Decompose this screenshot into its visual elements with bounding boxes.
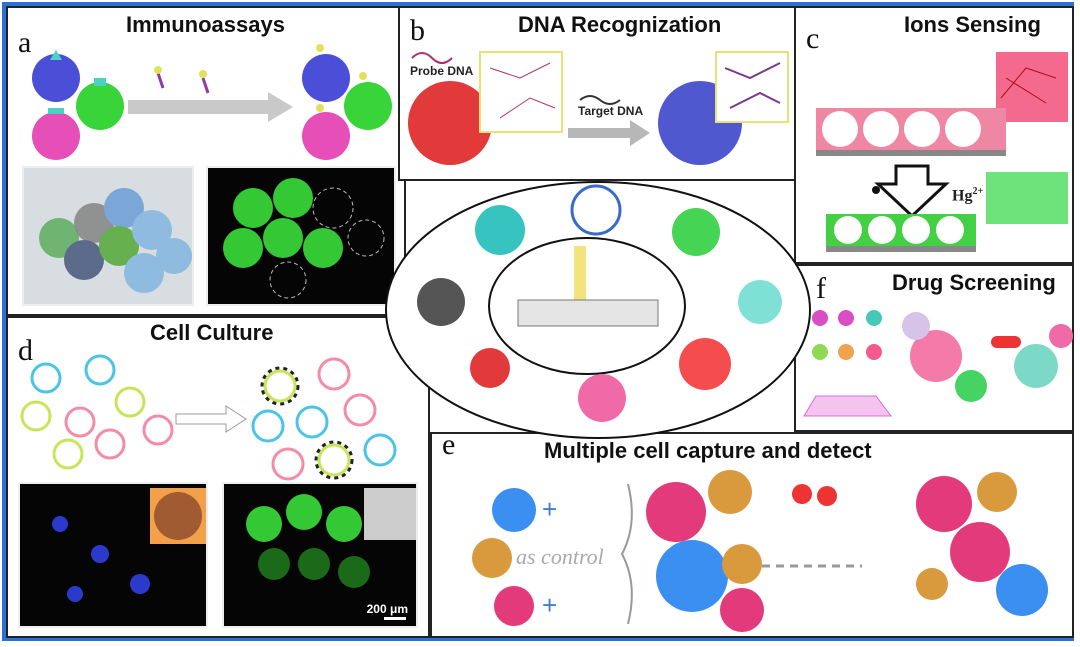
probe-dna-label: Probe DNA [410,64,474,78]
dna-recognition-illustration [408,51,789,165]
mercury-ion-charge: 2+ [972,186,984,197]
panel-letter-c: c [806,22,820,55]
panel-letter-a: a [18,26,32,59]
panel-f: f Drug Screening [794,264,1074,432]
panel-a: a Immunoassays [6,6,406,316]
drug-screening-illustration [803,310,1073,417]
panel-b: b DNA Recognization Probe DNA Target DNA [398,6,796,181]
photo-fluorescence [206,166,396,306]
panel-d: d Cell Culture 200 μm [6,316,430,638]
svg-text:+: + [542,590,557,620]
panel-letter-d: d [18,334,33,367]
cell-culture-illustration [20,354,397,481]
panel-letter-f: f [816,272,826,305]
panel-letter-b: b [410,14,425,47]
scale-bar [384,617,406,620]
photo-bright-field [22,166,194,306]
scale-bar-label: 200 μm [366,602,408,616]
mercury-ion-symbol: Hg [952,187,973,205]
photo-cell-culture-green: 200 μm [222,482,418,628]
panel-c: c Ions Sensing Hg2+ [794,6,1074,264]
svg-text:+: + [542,494,557,524]
cell-capture-illustration: + + [472,470,1048,632]
mercury-ion-label: Hg2+ [952,186,983,205]
panel-title-b: DNA Recognization [518,12,722,37]
panel-title-c: Ions Sensing [904,12,1041,37]
panel-title-a: Immunoassays [126,12,285,37]
ion-sensing-illustration [816,52,1068,252]
control-label: as control [516,544,604,569]
photo-cell-culture-blue [18,482,208,628]
panel-title-f: Drug Screening [892,270,1056,295]
panel-title-d: Cell Culture [150,320,274,345]
panel-e: e Multiple cell capture and detect as co… [430,428,1074,638]
immunoassay-illustration [32,44,392,160]
panel-title-e: Multiple cell capture and detect [544,438,872,463]
target-dna-label: Target DNA [578,104,644,118]
